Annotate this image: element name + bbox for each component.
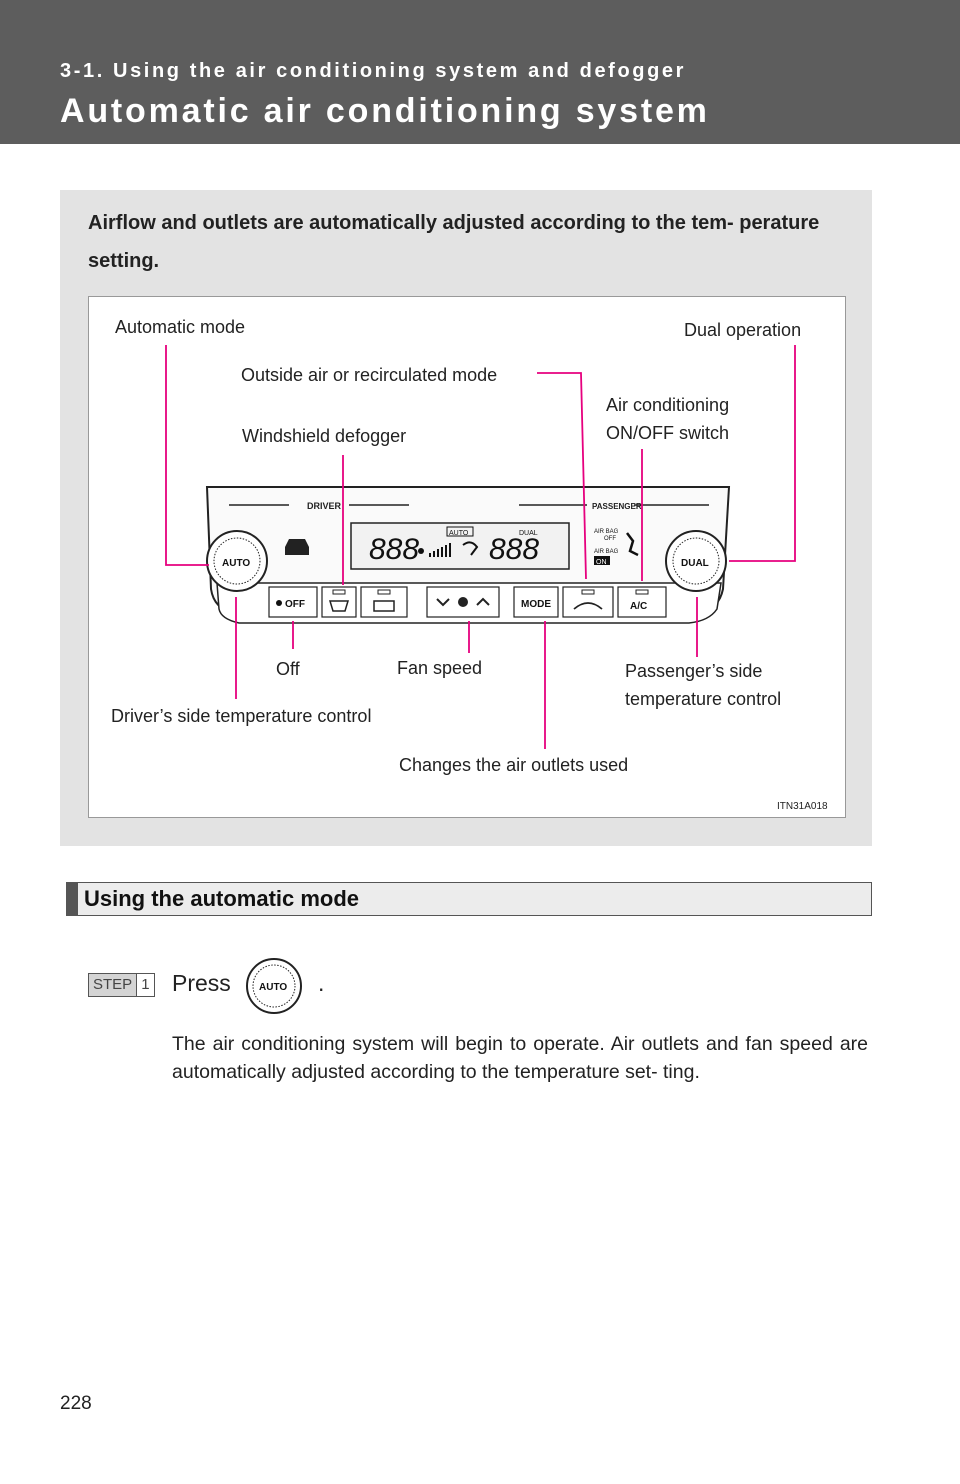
press-text: Press bbox=[172, 970, 231, 996]
defogger-indicator bbox=[332, 589, 346, 595]
callout-automatic-mode: Automatic mode bbox=[115, 317, 245, 337]
airbag-bottom-text: AIR BAG bbox=[594, 549, 619, 555]
display-right-digits: 888 bbox=[489, 533, 539, 566]
vehicle-icon bbox=[285, 539, 309, 555]
step-badge: STEP 1 bbox=[88, 973, 155, 997]
airbag-on-box bbox=[594, 556, 610, 565]
airbag-off-text: OFF bbox=[604, 536, 616, 542]
callout-dual-operation: Dual operation bbox=[684, 320, 801, 340]
recirculation-indicator bbox=[581, 589, 595, 595]
ac-button-label: A/C bbox=[630, 601, 647, 612]
callout-ac-switch-line2: ON/OFF switch bbox=[606, 423, 729, 443]
dual-knob-label: DUAL bbox=[681, 558, 709, 569]
step-number: 1 bbox=[141, 976, 150, 993]
display-airflow-icon bbox=[462, 541, 479, 556]
rear-defogger-indicator bbox=[377, 589, 391, 595]
page-number: 228 bbox=[60, 1393, 92, 1414]
figure-code: ITN31A018 bbox=[777, 801, 828, 812]
display-left-digits: 888 bbox=[369, 533, 419, 566]
callout-air-outlets: Changes the air outlets used bbox=[399, 755, 628, 775]
callout-fan-speed: Fan speed bbox=[397, 658, 482, 678]
callout-off: Off bbox=[276, 659, 301, 679]
display-auto-box bbox=[446, 526, 474, 537]
section-title: 3-1. Using the air conditioning system a… bbox=[60, 60, 686, 82]
passenger-label: PASSENGER bbox=[592, 502, 642, 511]
callout-windshield-defogger: Windshield defogger bbox=[242, 426, 406, 446]
intro-box: Airflow and outlets are automatically ad… bbox=[60, 190, 872, 846]
display-auto-text: AUTO bbox=[449, 530, 469, 537]
fan-down-chevron-icon bbox=[436, 598, 450, 607]
mode-button[interactable] bbox=[513, 586, 559, 618]
auto-icon-label: AUTO bbox=[259, 982, 287, 993]
rear-defogger-icon bbox=[373, 600, 395, 612]
airbag-on-text: ON bbox=[596, 559, 607, 566]
dual-operation-line bbox=[729, 345, 796, 562]
off-fan-icon bbox=[276, 600, 282, 606]
rear-defogger-button[interactable] bbox=[360, 586, 408, 618]
fan-up-chevron-icon bbox=[476, 597, 490, 606]
recirculation-button[interactable] bbox=[562, 586, 614, 618]
page-header: 3-1. Using the air conditioning system a… bbox=[0, 0, 960, 144]
driver-label: DRIVER bbox=[307, 501, 342, 511]
callout-ac-switch-line1: Air conditioning bbox=[606, 395, 729, 415]
dual-knob[interactable]: DUAL bbox=[665, 530, 727, 592]
callout-passenger-temp-line1: Passenger’s side bbox=[625, 661, 762, 681]
subsection-title: Using the automatic mode bbox=[84, 886, 360, 911]
display-fan-bars-icon bbox=[429, 543, 451, 557]
mode-button-label: MODE bbox=[521, 599, 551, 610]
outside-air-line bbox=[537, 372, 587, 580]
auto-button-icon: AUTO bbox=[246, 958, 302, 1014]
display-dual-text: DUAL bbox=[519, 530, 538, 537]
airbag-top-text: AIR BAG bbox=[594, 529, 619, 535]
defogger-button[interactable] bbox=[321, 586, 357, 618]
step-label: STEP bbox=[89, 974, 138, 996]
control-panel-diagram: DRIVER PASSENGER 888 888 AUTO DUAL AIR B… bbox=[111, 317, 828, 812]
windshield-defogger-icon bbox=[328, 600, 350, 612]
fan-speed-icon bbox=[458, 597, 468, 607]
page-title: Automatic air conditioning system bbox=[60, 92, 710, 130]
intro-text: Airflow and outlets are automatically ad… bbox=[88, 212, 820, 272]
recirculation-icon bbox=[573, 602, 603, 610]
ac-indicator bbox=[635, 589, 649, 595]
press-period: . bbox=[318, 970, 325, 996]
display-screen bbox=[350, 522, 570, 570]
subsection-header: Using the automatic mode bbox=[66, 882, 872, 916]
display-fan-icon bbox=[418, 548, 424, 554]
callout-driver-temp: Driver’s side temperature control bbox=[111, 706, 371, 726]
step-description: The air conditioning system will begin t… bbox=[172, 1033, 868, 1083]
control-panel-figure: DRIVER PASSENGER 888 888 AUTO DUAL AIR B… bbox=[88, 296, 846, 818]
callout-outside-air: Outside air or recirculated mode bbox=[241, 365, 497, 385]
seatbelt-icon bbox=[626, 532, 639, 557]
automatic-mode-line bbox=[165, 345, 209, 566]
ac-button[interactable] bbox=[617, 586, 667, 618]
auto-knob-label: AUTO bbox=[222, 558, 250, 569]
auto-knob[interactable]: AUTO bbox=[206, 530, 268, 592]
off-button-label: OFF bbox=[285, 599, 305, 610]
callout-passenger-temp-line2: temperature control bbox=[625, 689, 781, 709]
